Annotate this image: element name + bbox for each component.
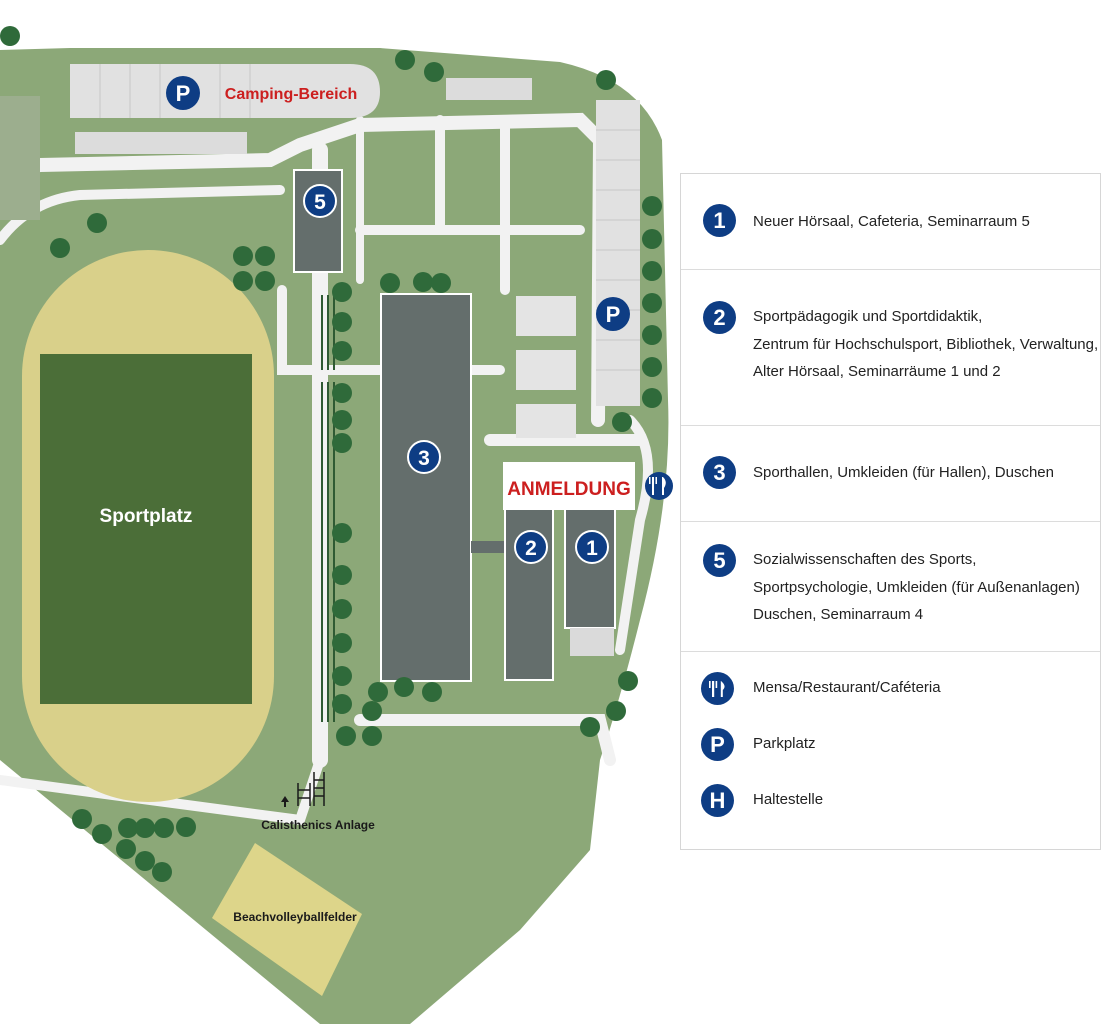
- parking-strip-top: [75, 132, 247, 154]
- marker-5-badge: 5: [703, 544, 736, 577]
- parking-icon[interactable]: [166, 76, 200, 110]
- parking-lot-east: [596, 100, 640, 406]
- parking-strip-right: [446, 78, 532, 100]
- building-1-annex: [570, 628, 614, 656]
- parking-symbol-top: P: [176, 81, 191, 106]
- legend-symbol-text: Parkplatz: [753, 735, 816, 752]
- trees: [0, 26, 662, 882]
- legend-entry-5[interactable]: 5 Sozialwissenschaften des Sports, Sport…: [681, 522, 1100, 652]
- legend-entry-3[interactable]: 3 Sporthallen, Umkleiden (für Hallen), D…: [681, 426, 1100, 522]
- legend-entry-text: Sozialwissenschaften des Sports, Sportps…: [753, 551, 1080, 623]
- parking-icon[interactable]: [596, 297, 630, 331]
- calisthenics-label: Calisthenics Anlage: [261, 818, 375, 832]
- legend-symbol-bus-stop[interactable]: H Haltestelle: [681, 781, 1100, 821]
- camping-area: [70, 64, 380, 118]
- marker-1[interactable]: [575, 530, 609, 564]
- anmeldung-label: ANMELDUNG: [507, 479, 631, 500]
- parking-icon: P: [701, 728, 734, 761]
- sportplatz-field: [40, 354, 252, 704]
- legend-symbol-mensa[interactable]: Mensa/Restaurant/Caféteria: [681, 669, 1100, 709]
- building-3[interactable]: [380, 293, 472, 682]
- parking-symbol-east: P: [606, 302, 621, 327]
- arrow-up-icon: [281, 796, 289, 807]
- marker-3-badge: 3: [703, 456, 736, 489]
- camping-label: Camping-Bereich: [225, 86, 357, 103]
- left-building: [0, 96, 40, 220]
- legend-entry-text: Sporthallen, Umkleiden (für Hallen), Dus…: [753, 464, 1054, 481]
- bus-stop-icon: H: [701, 784, 734, 817]
- parking-blocks-center: [516, 296, 576, 438]
- marker-1-badge: 1: [703, 204, 736, 237]
- marker-1-label: 1: [586, 537, 598, 560]
- sportplatz-label: Sportplatz: [100, 506, 193, 527]
- building-1[interactable]: [564, 507, 616, 629]
- legend-entry-2[interactable]: 2 Sportpädagogik und Sportdidaktik, Zent…: [681, 270, 1100, 426]
- legend-entry-text: Sportpädagogik und Sportdidaktik, Zentru…: [753, 308, 1099, 380]
- beachvolleyball-courts: [212, 843, 362, 996]
- legend-entry-1[interactable]: 1 Neuer Hörsaal, Cafeteria, Seminarraum …: [681, 174, 1100, 270]
- fork-knife-icon[interactable]: [645, 472, 673, 500]
- fork-knife-icon: [701, 672, 734, 705]
- legend-symbol-text: Haltestelle: [753, 791, 824, 808]
- building-connector: [471, 541, 505, 553]
- campus-map[interactable]: Sportplatz Beachvolleyballfelder P Cam: [0, 0, 680, 1024]
- legend-symbol-parking[interactable]: P Parkplatz: [681, 725, 1100, 765]
- anmeldung-sign[interactable]: [503, 462, 635, 510]
- calisthenics-icon: [297, 772, 325, 806]
- marker-5-label: 5: [314, 191, 326, 214]
- marker-2-badge: 2: [703, 301, 736, 334]
- marker-2-label: 2: [525, 537, 537, 560]
- legend-panel: 1 Neuer Hörsaal, Cafeteria, Seminarraum …: [680, 173, 1101, 850]
- marker-3-label: 3: [418, 447, 430, 470]
- marker-5[interactable]: [303, 184, 337, 218]
- legend-entry-text: Neuer Hörsaal, Cafeteria, Seminarraum 5: [753, 213, 1030, 230]
- beachvolleyball-label: Beachvolleyballfelder: [233, 910, 357, 924]
- marker-2[interactable]: [514, 530, 548, 564]
- marker-3[interactable]: [407, 440, 441, 474]
- legend-symbol-text: Mensa/Restaurant/Caféteria: [753, 679, 941, 696]
